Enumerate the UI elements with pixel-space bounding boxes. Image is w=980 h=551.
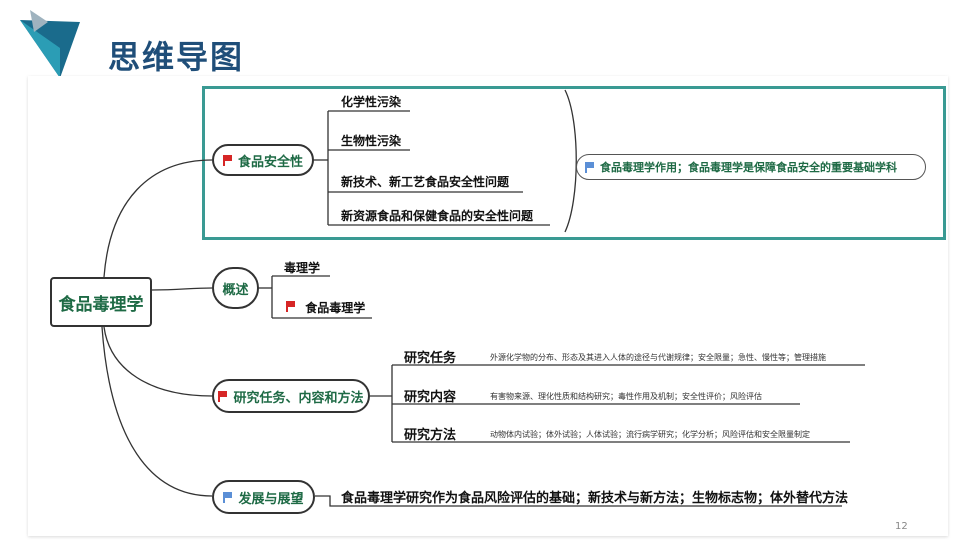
- link-root-research: [103, 326, 213, 397]
- node-food-safety: 食品安全性: [212, 144, 314, 176]
- safety-child-chemical: 化学性污染: [341, 95, 402, 109]
- highlight-box: [202, 86, 946, 240]
- underline-development: [315, 495, 842, 507]
- research-child-task: 研究任务: [404, 351, 457, 366]
- node-research: 研究任务、内容和方法: [212, 379, 370, 413]
- node-safety-summary-label: 食品毒理学作用；食品毒理学是保障食品安全的重要基础学科: [600, 161, 897, 174]
- overview-child-food-tox-label: 食品毒理学: [305, 301, 366, 315]
- red-flag-icon: [222, 154, 232, 166]
- node-overview: 概述: [212, 267, 259, 309]
- link-root-development: [101, 326, 213, 497]
- mindmap-panel: [28, 76, 948, 536]
- research-child-content: 研究内容: [404, 390, 457, 405]
- logo-triangle-light: [20, 20, 60, 78]
- node-development-label: 发展与展望: [238, 491, 304, 507]
- safety-child-newtech: 新技术、新工艺食品安全性问题: [341, 175, 510, 189]
- red-flag-icon: [218, 390, 228, 402]
- logo-triangle-grey: [30, 10, 48, 32]
- node-development: 发展与展望: [212, 480, 315, 514]
- overview-child-toxicology: 毒理学: [284, 261, 321, 275]
- overview-child-food-tox: 食品毒理学: [286, 299, 365, 316]
- link-root-safety: [103, 159, 213, 278]
- safety-child-biological: 生物性污染: [341, 134, 402, 148]
- page-number: 12: [895, 521, 908, 532]
- research-method-detail: 动物体内试验；体外试验；人体试验；流行病学研究；化学分析；风险评估和安全限量制定: [490, 430, 810, 439]
- link-root-overview: [151, 287, 213, 291]
- node-overview-label: 概述: [222, 282, 249, 298]
- development-detail: 食品毒理学研究作为食品风险评估的基础；新技术与新方法；生物标志物；体外替代方法: [341, 491, 849, 506]
- safety-child-newresource: 新资源食品和保健食品的安全性问题: [341, 209, 534, 223]
- root-node: 食品毒理学: [50, 277, 152, 327]
- blue-flag-icon: [223, 491, 233, 503]
- page-title: 思维导图: [108, 38, 245, 76]
- red-flag-icon: [286, 301, 295, 312]
- node-research-label: 研究任务、内容和方法: [233, 390, 364, 406]
- node-food-safety-label: 食品安全性: [237, 154, 303, 170]
- research-task-detail: 外源化学物的分布、形态及其进入人体的途径与代谢规律；安全限量；急性、慢性等；管理…: [490, 353, 826, 362]
- summary-brace: [564, 89, 577, 233]
- node-safety-summary: 食品毒理学作用；食品毒理学是保障食品安全的重要基础学科: [576, 154, 926, 180]
- research-child-method: 研究方法: [404, 428, 457, 443]
- research-content-detail: 有害物来源、理化性质和结构研究；毒性作用及机制；安全性评价；风险评估: [490, 392, 762, 401]
- blue-flag-icon: [585, 161, 594, 173]
